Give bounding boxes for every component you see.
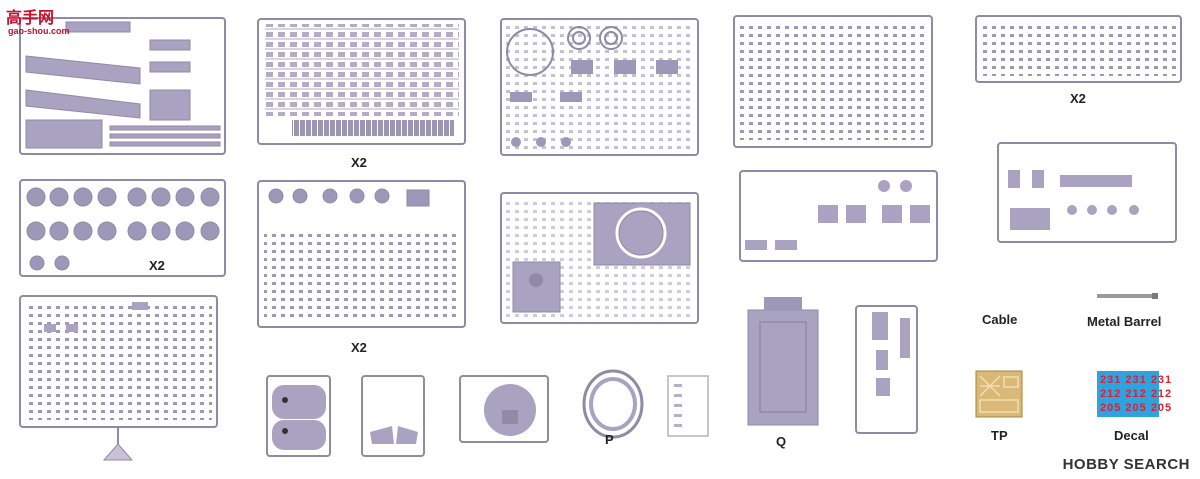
label-tp: TP bbox=[991, 428, 1008, 443]
hobby-search-text: HOBBY SEARCH bbox=[1062, 456, 1190, 473]
sprue-m bbox=[459, 375, 549, 443]
sprue-turret bbox=[500, 192, 699, 324]
part-p-ring bbox=[582, 369, 644, 439]
sprue-n bbox=[855, 305, 918, 434]
sprue-hull-a bbox=[19, 17, 226, 155]
sprue-c bbox=[500, 18, 699, 156]
watermark-logo: 高手网 bbox=[6, 10, 55, 27]
sprue-d bbox=[733, 15, 933, 148]
sprue-h bbox=[739, 170, 938, 262]
hobby-search-logo: HOBBY SEARCH bbox=[1063, 456, 1190, 473]
sprue-wheels bbox=[19, 179, 226, 277]
decal-sheet bbox=[1097, 371, 1159, 417]
part-q-hull bbox=[747, 309, 819, 426]
label-metal-barrel: Metal Barrel bbox=[1087, 314, 1162, 329]
decal-row-3: 205 205 205 bbox=[1100, 402, 1173, 414]
label-x2-top: X2 bbox=[351, 155, 367, 170]
label-x2-mid: X2 bbox=[351, 340, 367, 355]
label-x2-right: X2 bbox=[1070, 91, 1086, 106]
label-cable: Cable bbox=[982, 312, 1018, 327]
watermark-url: gao-shou.com bbox=[8, 26, 70, 36]
decal-row-1: 231 231 231 bbox=[1100, 374, 1173, 386]
sprue-e bbox=[975, 15, 1182, 83]
sprue-l bbox=[361, 375, 425, 457]
sprue-k bbox=[266, 375, 331, 457]
label-q: Q bbox=[776, 434, 787, 449]
sprue-i bbox=[997, 142, 1177, 243]
metal-barrel bbox=[1097, 294, 1155, 298]
decal-row-2: 212 212 212 bbox=[1100, 388, 1173, 400]
label-x2-wheels: X2 bbox=[149, 258, 165, 273]
sprue-b bbox=[257, 18, 466, 145]
label-decal: Decal bbox=[1114, 428, 1149, 443]
label-p: P bbox=[605, 432, 614, 447]
sprue-g bbox=[257, 180, 466, 328]
